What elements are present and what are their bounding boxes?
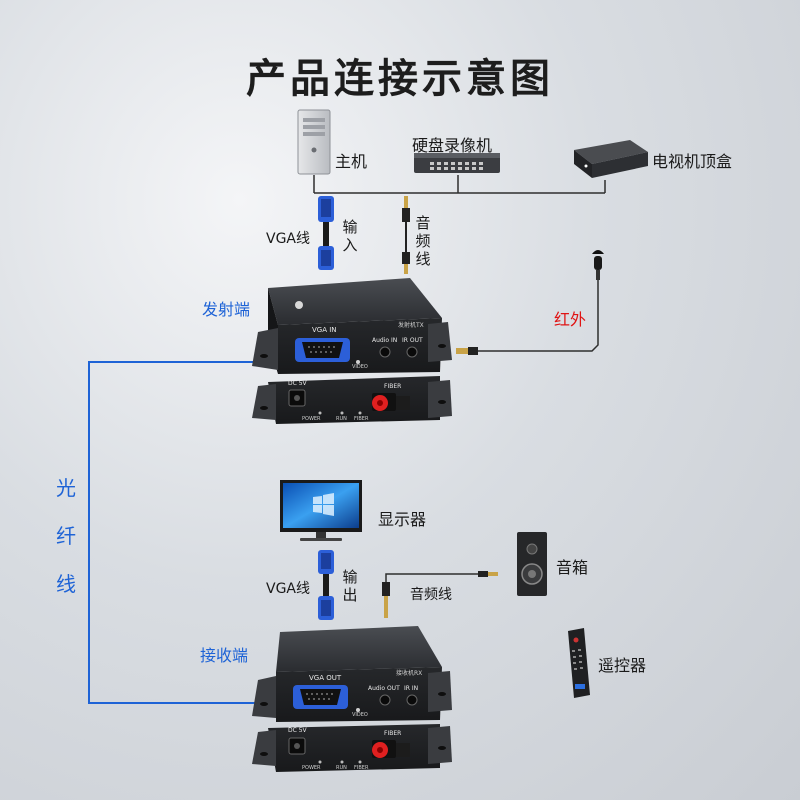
remote-control-icon xyxy=(568,628,590,698)
rx-ir-label: IR IN xyxy=(404,685,419,692)
fiber-line xyxy=(88,361,262,704)
fiber-label: 光纤线 xyxy=(56,476,76,596)
audio-cable-vertical-label: 音频线 xyxy=(415,214,431,268)
tx-fiber-port-label: FIBER xyxy=(384,383,402,390)
tx-vga-port-label: VGA IN xyxy=(312,326,337,334)
rx-fiber-led-label: FIBER xyxy=(354,765,369,771)
speaker-icon xyxy=(517,532,547,596)
host-pc-icon xyxy=(297,109,331,175)
ir-emitter-icon xyxy=(592,250,604,280)
vga-cable-tx-icon xyxy=(318,196,334,270)
source-connection-lines xyxy=(313,175,606,194)
transmitter-device xyxy=(252,278,452,424)
tx-ir-label: IR OUT xyxy=(402,337,423,344)
ir-cable-line xyxy=(456,280,599,355)
host-label: 主机 xyxy=(335,152,368,171)
monitor-icon xyxy=(280,480,362,541)
audio-cable-vertical-icon xyxy=(402,196,410,274)
vga-cable-tx-label: VGA线 xyxy=(266,231,311,247)
rx-vga-port-label: VGA OUT xyxy=(309,674,342,682)
speaker-label: 音箱 xyxy=(556,558,589,577)
rx-power-led-label: POWER xyxy=(302,765,321,771)
tx-audio-label: Audio IN xyxy=(372,337,398,344)
receiver-device xyxy=(252,626,452,772)
tx-model-label: 发射机TX xyxy=(398,322,424,329)
audio-cable-rx-label: 音频线 xyxy=(410,587,452,603)
receiver-label: 接收端 xyxy=(200,646,249,665)
rx-audio-label: Audio OUT xyxy=(368,685,400,692)
rx-model-label: 接收机RX xyxy=(396,670,423,677)
rx-dc-label: DC 5V xyxy=(288,727,307,734)
input-label: 输入 xyxy=(342,218,358,254)
tx-dc-label: DC 5V xyxy=(288,380,307,387)
tx-fiber-led-label: FIBER xyxy=(354,416,369,422)
set-top-box-icon xyxy=(574,140,648,178)
tx-power-led-label: POWER xyxy=(302,416,321,422)
stb-label: 电视机顶盒 xyxy=(652,152,733,171)
monitor-label: 显示器 xyxy=(378,510,427,529)
tx-video-label: VIDEO xyxy=(352,364,368,370)
tx-run-led-label: RUN xyxy=(336,416,347,422)
dvr-label: 硬盘录像机 xyxy=(412,136,493,155)
rx-fiber-port-label: FIBER xyxy=(384,730,402,737)
remote-label: 遥控器 xyxy=(598,656,647,675)
transmitter-label: 发射端 xyxy=(202,300,251,319)
audio-cable-rx-line xyxy=(382,571,498,618)
vga-cable-rx-icon xyxy=(318,550,334,620)
rx-video-label: VIDEO xyxy=(352,712,368,718)
output-label: 输出 xyxy=(342,568,358,604)
vga-cable-rx-label: VGA线 xyxy=(266,581,311,597)
dvr-icon xyxy=(414,153,500,173)
rx-run-led-label: RUN xyxy=(336,765,347,771)
page-title: 产品连接示意图 xyxy=(246,56,554,102)
infrared-label: 红外 xyxy=(554,310,587,329)
